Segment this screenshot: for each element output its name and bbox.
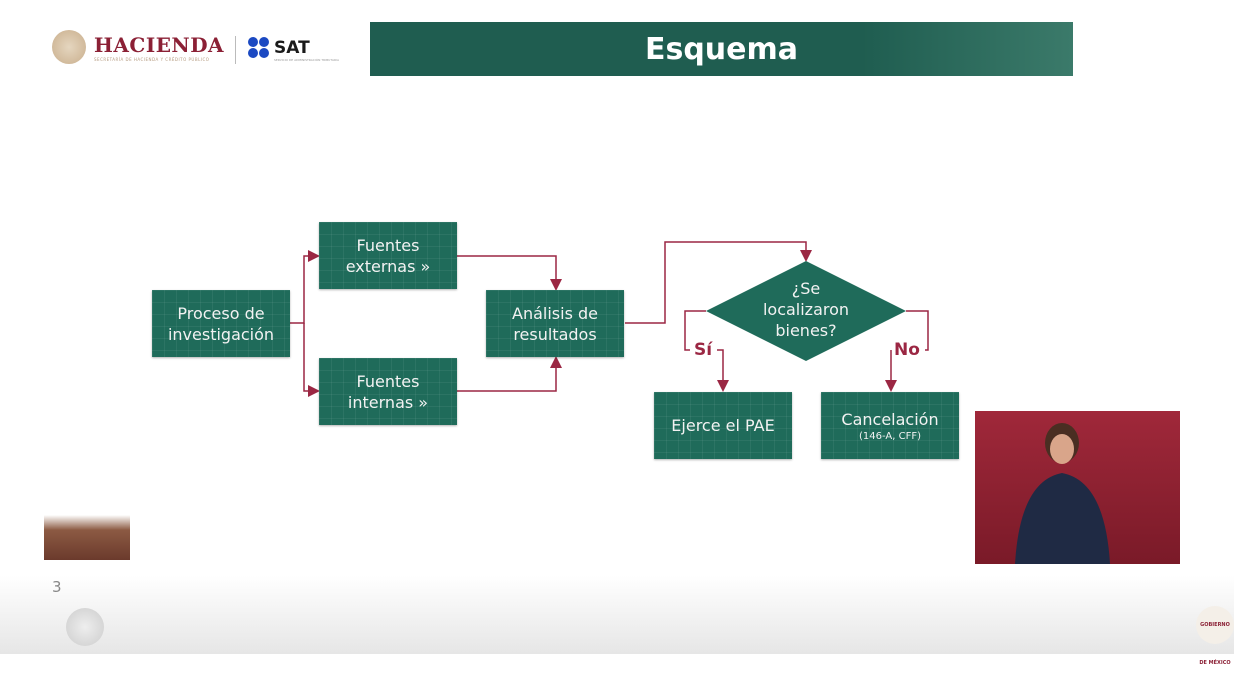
node-text: Cancelación [841,409,939,429]
sat-logo: SAT [274,38,310,58]
node-text: bienes? [775,321,837,340]
node-text: resultados [513,324,597,344]
anniversary-number: 3 [52,578,62,596]
node-text: Fuentes [356,235,420,255]
connector-yes-b [717,349,729,392]
mexico-seal-icon [66,608,104,646]
connector-no-a [906,310,929,351]
no-label: No [894,340,920,360]
node-text: localizaron [762,300,850,319]
connector-to-internas [303,323,320,397]
gobierno-de-mexico-logo: GOBIERNO DE MÉXICO [1196,606,1234,666]
hacienda-subtitle: SECRETARÍA DE HACIENDA Y CRÉDITO PÚBLICO [94,57,210,62]
node-subtext: (146-A, CFF) [859,430,921,442]
connector-externas-analisis [457,255,562,291]
sat-logo-icon [248,37,270,59]
node-text: internas » [347,392,429,412]
hacienda-logo: HACIENDA [94,33,225,57]
node-text: ¿Se [791,279,821,298]
yes-label: Sí [694,340,713,360]
node-cancelacion: Cancelación(146-A, CFF) [821,392,959,459]
logo-divider [235,36,236,64]
sign-language-interpreter-video [975,411,1180,564]
node-text: Análisis de [512,303,598,323]
node-text: externas » [345,256,431,276]
node-text: investigación [167,324,275,344]
anniversary-logo [44,510,130,560]
connector-to-externas [290,250,320,324]
connector-analisis-decision [625,241,812,324]
node-text: Ejerce el PAE [671,416,775,435]
connector-internas-analisis [457,356,562,392]
flow-connectors [290,241,929,397]
decision-diamond [706,261,906,361]
node-ejerce-pae: Ejerce el PAE [654,392,792,459]
decision-text: ¿Se localizaron bienes? [736,278,876,341]
connector-yes-a [684,310,706,351]
interpreter-figure-icon [1015,423,1110,564]
hacienda-seal-icon [52,30,86,64]
node-text: Proceso de [177,303,265,323]
sat-subtitle: SERVICIO DE ADMINISTRACIÓN TRIBUTARIA [274,58,340,62]
slide-title: Esquema [370,22,1073,76]
node-text: Fuentes [356,371,420,391]
